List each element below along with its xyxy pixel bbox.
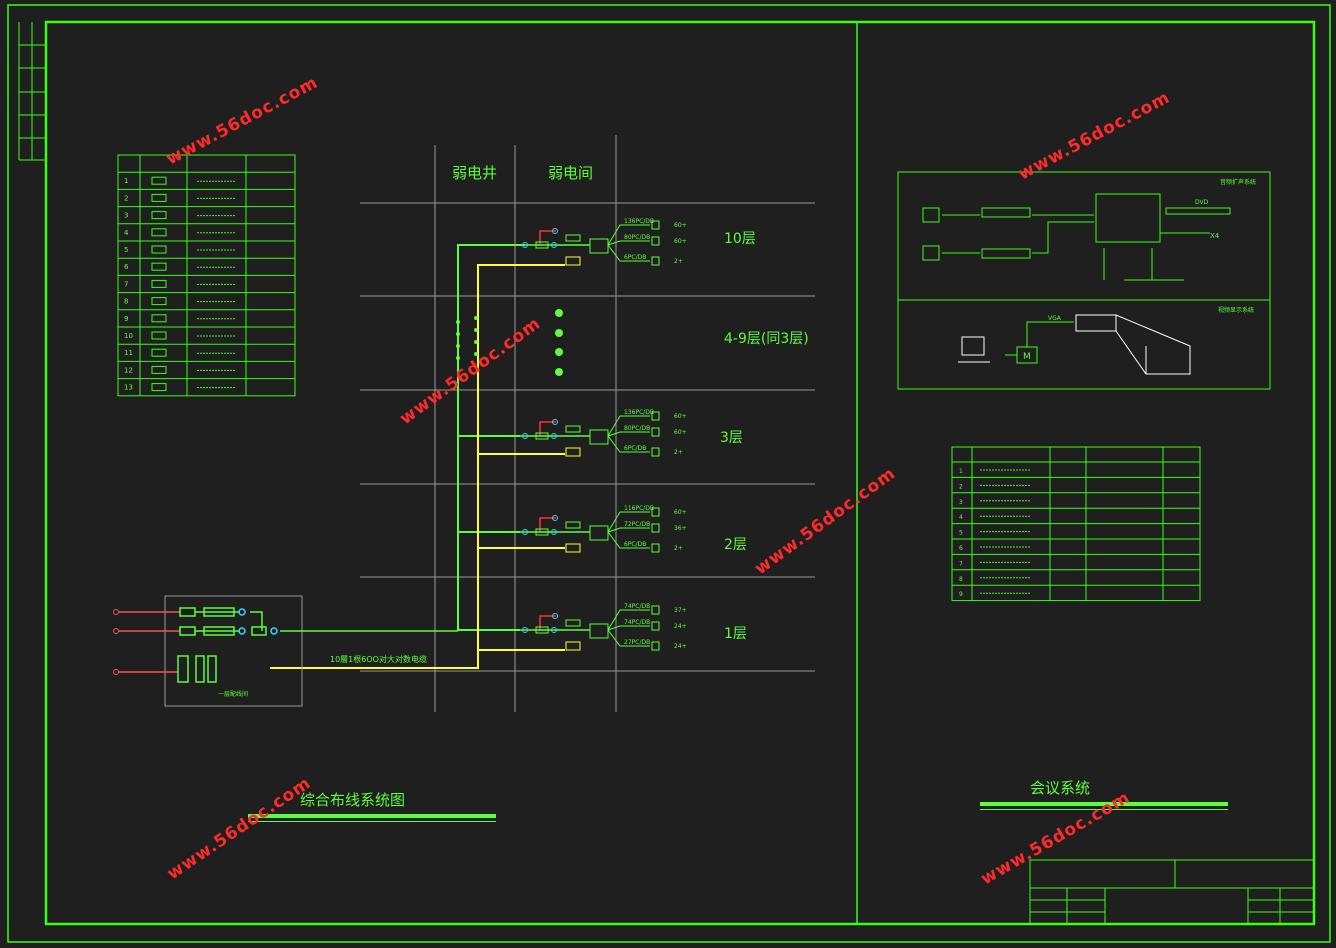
outlet-count-label: 37+ <box>674 607 687 614</box>
branch-cable-label: 6PC/DB <box>624 541 646 548</box>
entry-box-label: 一层配线间 <box>218 690 248 698</box>
legend-symbol <box>151 348 167 357</box>
floor-label-1: 1层 <box>724 626 747 642</box>
legend-row-number: 5 <box>124 246 128 254</box>
audio-system-title: 音频扩声系统 <box>1220 178 1256 186</box>
branch-cable-label: 74PC/DB <box>624 603 650 610</box>
branch-cable-label: 74PC/DB <box>624 619 650 626</box>
column-header-shaft: 弱电井 <box>452 164 497 182</box>
outlet-count-label: 2+ <box>674 545 683 552</box>
conf-row-number: 6 <box>959 545 963 552</box>
left-drawing-title: 综合布线系统图 <box>300 791 405 809</box>
legend-row-number: 13 <box>124 384 133 392</box>
outlet-count-label: 60+ <box>674 413 687 420</box>
branch-cable-label: 136PC/DB <box>624 218 654 225</box>
legend-symbol <box>151 279 167 288</box>
trunk-cable-label: 10層1根6OO对大对数电缆 <box>330 654 427 664</box>
outlet-count-label: 24+ <box>674 623 687 630</box>
legend-symbol <box>151 193 167 202</box>
outlet-count-label: 2+ <box>674 258 683 265</box>
floor-label-10: 10层 <box>724 231 756 247</box>
video-system-panel <box>958 314 1191 375</box>
legend-symbol <box>151 176 167 185</box>
branch-cable-label: 72PC/DB <box>624 521 650 528</box>
video-system-title: 视频显示系统 <box>1218 306 1254 314</box>
floor-label-2: 2层 <box>724 537 747 553</box>
floor-equipment-group: 74PC/DB 74PC/DB 27PC/DB 37+ 24+ 24+ <box>520 603 687 651</box>
dvd-label: DVD <box>1195 199 1209 206</box>
title-block <box>1029 859 1315 925</box>
entry-cables <box>118 607 458 683</box>
outlet-count-label: 36+ <box>674 525 687 532</box>
floor-equipment-group: 136PC/DB 80PC/DB 6PC/DB 60+ 60+ 2+ <box>520 218 687 266</box>
branch-cable-label: 6PC/DB <box>624 445 646 452</box>
x4-label: X4 <box>1210 232 1220 240</box>
branch-cable-label: 6PC/DB <box>624 254 646 261</box>
legend-row-number: 6 <box>124 263 129 271</box>
conference-equipment-table <box>951 446 1201 602</box>
audio-system-panel <box>897 171 1271 390</box>
conf-row-number: 8 <box>959 576 963 583</box>
branch-cable-label: 80PC/DB <box>624 234 650 241</box>
legend-row-number: 12 <box>124 366 133 374</box>
m-label: M <box>1023 352 1031 362</box>
legend-row-number: 2 <box>124 194 128 202</box>
legend-row-number: 3 <box>124 212 128 220</box>
conf-row-number: 2 <box>959 483 963 490</box>
vga-label: VGA <box>1048 315 1062 322</box>
floor-equipment-groups: 136PC/DB 80PC/DB 6PC/DB 60+ 60+ 2+ 136PC/DB 80P… <box>520 218 687 651</box>
branch-cable-label: 116PC/DB <box>624 505 654 512</box>
right-drawing-title: 会议系统 <box>1030 779 1090 797</box>
legend-symbol <box>151 383 167 392</box>
legend-row-number: 9 <box>124 315 128 323</box>
outlet-count-label: 24+ <box>674 643 687 650</box>
conf-row-number: 5 <box>959 530 963 537</box>
legend-symbol <box>151 365 167 374</box>
outlet-count-label: 60+ <box>674 509 687 516</box>
outlet-count-label: 60+ <box>674 238 687 245</box>
legend-symbol <box>151 228 167 237</box>
backbone-cables <box>270 244 565 669</box>
branch-cable-label: 27PC/DB <box>624 639 650 646</box>
outlet-count-label: 2+ <box>674 449 683 456</box>
legend-symbol <box>151 262 167 271</box>
column-header-room: 弱电间 <box>548 164 593 182</box>
floor-label-3: 3层 <box>720 430 743 446</box>
legend-row-number: 4 <box>124 229 129 237</box>
floor-equipment-group: 136PC/DB 80PC/DB 6PC/DB 60+ 60+ 2+ <box>520 409 687 457</box>
legend-row-number: 8 <box>124 298 128 306</box>
drawing-frame <box>7 4 1331 943</box>
conf-row-number: 3 <box>959 499 963 506</box>
floor-label-4-9: 4-9层(同3层) <box>724 331 809 347</box>
entry-distribution-box <box>164 595 303 707</box>
legend-row-number: 1 <box>124 177 128 185</box>
branch-cable-label: 80PC/DB <box>624 425 650 432</box>
outlet-count-label: 60+ <box>674 222 687 229</box>
legend-symbol <box>151 211 167 220</box>
legend-symbol <box>151 297 167 306</box>
omitted-floors-dots <box>456 309 563 376</box>
branch-cable-label: 136PC/DB <box>624 409 654 416</box>
conf-row-number: 9 <box>959 591 963 598</box>
conf-row-number: 7 <box>959 560 963 567</box>
legend-table <box>117 154 296 397</box>
outlet-count-label: 60+ <box>674 429 687 436</box>
legend-symbol <box>151 331 167 340</box>
legend-row-number: 11 <box>124 349 133 357</box>
legend-row-number: 7 <box>124 280 128 288</box>
legend-symbol <box>151 245 167 254</box>
legend-symbol <box>151 314 167 323</box>
legend-row-number: 10 <box>124 332 133 340</box>
conf-row-number: 1 <box>959 468 963 475</box>
floor-equipment-group: 116PC/DB 72PC/DB 6PC/DB 60+ 36+ 2+ <box>520 505 687 553</box>
conf-row-number: 4 <box>959 514 963 521</box>
